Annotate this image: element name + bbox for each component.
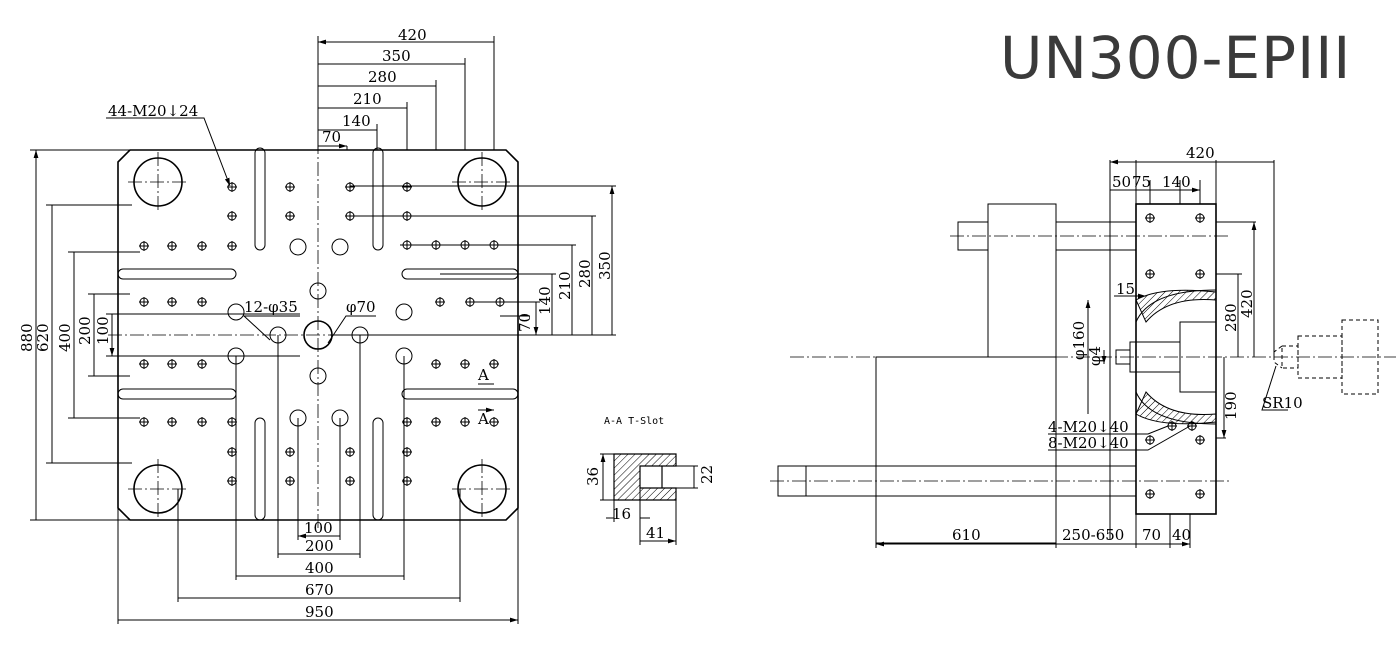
hole-note: 12-φ35: [244, 298, 298, 316]
side-platen: [1135, 203, 1217, 515]
dim-b-950: 950: [305, 603, 334, 621]
front-view-platen: 420 350 280 210 140 70 880 620 400 200 1…: [18, 26, 616, 624]
t-slot-dim-22: 22: [698, 465, 716, 484]
side-dim-15: 15: [1116, 280, 1135, 298]
tapped-holes: [139, 182, 505, 486]
side-dim-50: 50: [1112, 173, 1131, 191]
dim-420: 420: [398, 26, 427, 44]
side-view: SR10 420 50 75 140 420 280 190 φ160 φ4 1…: [770, 144, 1396, 548]
nozzle-note: SR10: [1262, 394, 1303, 412]
dim-210: 210: [353, 90, 382, 108]
dim-620: 620: [34, 323, 52, 352]
dim-140: 140: [342, 112, 371, 130]
leader-hole-note: [242, 315, 300, 341]
t-slot-profile: [613, 453, 677, 501]
dim-70: 70: [322, 128, 341, 146]
tie-bar-holes: [128, 152, 512, 519]
dim-r-70: 70: [516, 313, 534, 332]
section-arrows: [478, 383, 494, 410]
lower-tie-bar: [806, 465, 1136, 497]
bottom-dimensions: [117, 335, 518, 624]
dim-b-400: 400: [305, 559, 334, 577]
side-tapped-holes: [1145, 213, 1205, 499]
side-dim-r-420: 420: [1238, 289, 1256, 318]
side-dim-phi4: φ4: [1086, 346, 1104, 366]
side-dim-250-650: 250-650: [1062, 526, 1124, 544]
side-thread-note-2: 8-M20↓40: [1048, 434, 1129, 452]
dim-r-280: 280: [576, 259, 594, 288]
t-slot-dim-41: 41: [646, 524, 665, 542]
dim-100: 100: [94, 316, 112, 345]
leader-thread-note: [106, 117, 231, 187]
mold-locating-holes: [227, 238, 413, 427]
dim-b-100: 100: [304, 519, 333, 537]
dim-r-210: 210: [556, 271, 574, 300]
dim-350: 350: [382, 47, 411, 65]
section-marker-bottom: A: [477, 410, 489, 428]
section-marker-top: A: [477, 366, 489, 384]
t-slot-section: A-A T-Slot 36 22 16 41: [584, 416, 716, 545]
lower-base-block: [875, 356, 1057, 544]
upper-cylinder-block: [987, 203, 1057, 358]
top-dimensions: [318, 36, 495, 150]
side-dim-420: 420: [1186, 144, 1215, 162]
side-dim-r-190: 190: [1222, 391, 1240, 420]
t-slot-dim-16: 16: [612, 505, 631, 523]
left-dimensions: [30, 150, 300, 521]
side-dim-phi160: φ160: [1070, 321, 1088, 360]
ejector-tip: [1115, 349, 1131, 365]
dim-280: 280: [368, 68, 397, 86]
t-slot-dim-36: 36: [584, 467, 602, 486]
side-dim-610: 610: [952, 526, 981, 544]
side-dim-40: 40: [1172, 526, 1191, 544]
side-dim-r-280: 280: [1222, 303, 1240, 332]
side-dim-140: 140: [1162, 173, 1191, 191]
dim-880: 880: [18, 323, 36, 352]
right-dimensions: [330, 186, 616, 335]
side-dim-75: 75: [1132, 173, 1151, 191]
dim-r-140: 140: [536, 286, 554, 315]
dim-400: 400: [56, 323, 74, 352]
dim-200: 200: [76, 316, 94, 345]
t-slot-label: A-A T-Slot: [604, 416, 664, 427]
model-title: UN300-EPIII: [1000, 24, 1352, 92]
upper-tie-bar: [1056, 221, 1136, 251]
side-dim-70: 70: [1142, 526, 1161, 544]
dim-b-200: 200: [305, 537, 334, 555]
platen-centerlines: [108, 140, 530, 530]
center-hole-note: φ70: [346, 298, 376, 316]
dim-b-670: 670: [305, 581, 334, 599]
leader-center-hole: [327, 315, 376, 344]
dim-r-350: 350: [596, 251, 614, 280]
side-thread-note-1: 4-M20↓40: [1048, 418, 1129, 436]
thread-note: 44-M20↓24: [108, 102, 198, 120]
